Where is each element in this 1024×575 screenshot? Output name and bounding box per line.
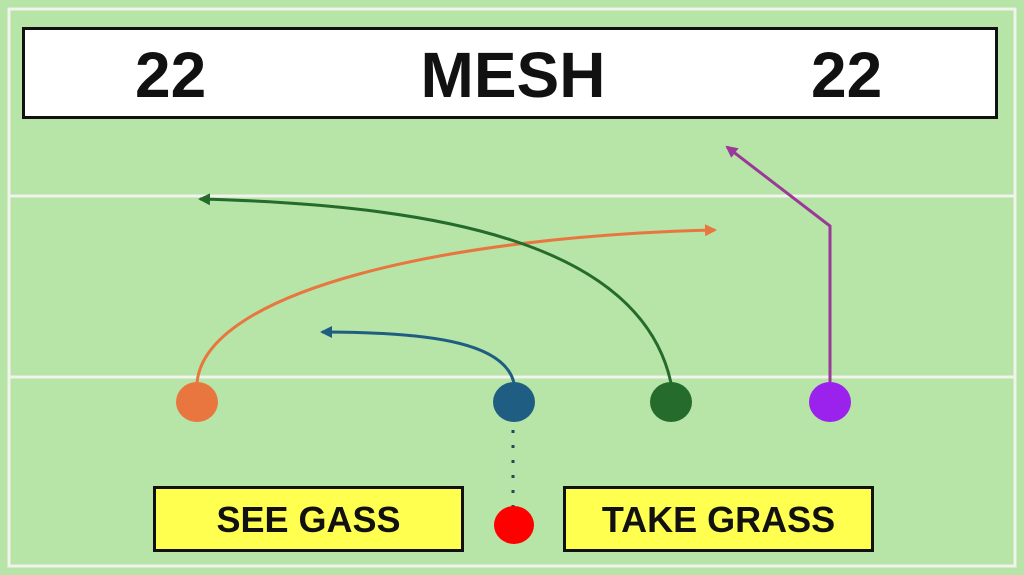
purple-route-arrow bbox=[725, 145, 832, 383]
blue-receiver-player bbox=[493, 382, 535, 422]
field-border bbox=[7, 7, 1017, 568]
read-callout-left: SEE GASS bbox=[153, 486, 464, 552]
blue-route-arrow bbox=[320, 326, 516, 384]
orange-route-arrow bbox=[195, 224, 717, 384]
formation-number-left: 22 bbox=[135, 39, 207, 111]
play-title: MESH bbox=[420, 39, 606, 111]
orange-receiver-player bbox=[176, 382, 218, 422]
purple-receiver-player bbox=[809, 382, 851, 422]
read-callout-right: TAKE GRASS bbox=[563, 486, 874, 552]
green-receiver-player bbox=[650, 382, 692, 422]
green-route-arrow bbox=[198, 193, 673, 384]
formation-number-right: 22 bbox=[811, 39, 883, 111]
play-banner: MESH 22 22 bbox=[22, 27, 998, 119]
quarterback-player bbox=[494, 506, 534, 544]
